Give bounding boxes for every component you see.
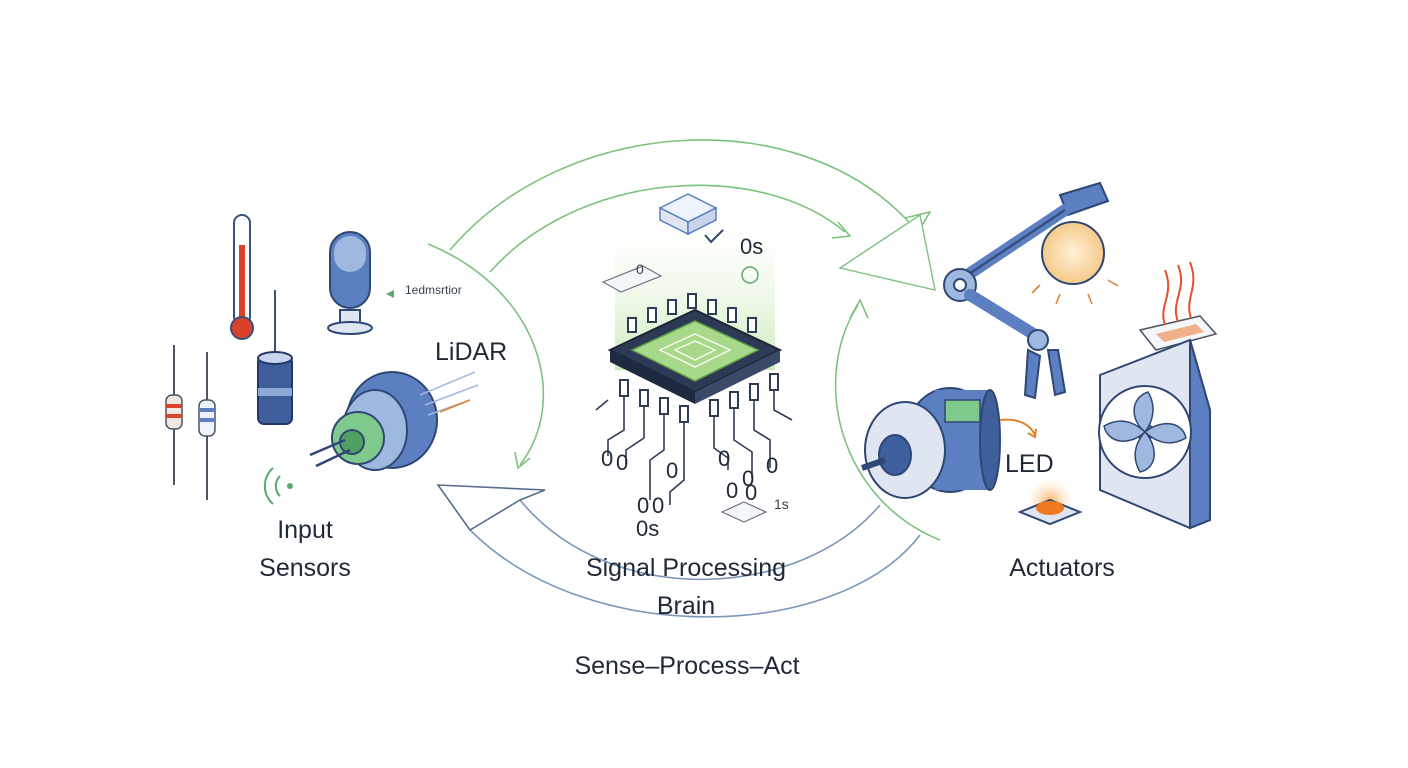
output-packet-icon: [720, 501, 768, 523]
binary-digit: 0: [652, 493, 665, 518]
microphone-icon: [327, 231, 394, 335]
robotic-arm-icon: [943, 181, 1110, 400]
lidar-sensor-icon: [309, 371, 479, 471]
bottom-outer-arrow: [469, 529, 921, 618]
top-inner-arrow: [489, 184, 846, 273]
signal-processing-label-line2: Brain: [656, 592, 716, 620]
binary-digit: 0s: [740, 234, 764, 259]
binary-digit: 0: [766, 453, 779, 478]
binary-digit: 1s: [774, 496, 789, 512]
data-packet-icon: [658, 193, 718, 236]
binary-digit: 0: [601, 446, 614, 471]
binary-digit: 0: [745, 480, 758, 505]
signal-processing-label-line1: Signal Processing: [585, 554, 787, 582]
lamp-icon: [1031, 221, 1119, 305]
binary-digit: 0: [636, 261, 644, 277]
capacitor-icon: [257, 290, 293, 425]
lidar-label: LiDAR: [435, 338, 508, 366]
resistor-icon: [165, 345, 216, 500]
loop-caption: Sense–Process–Act: [574, 652, 800, 680]
binary-digit: 0: [637, 493, 650, 518]
binary-digit: 0: [742, 466, 755, 491]
mic-caption: 1edmsrtior: [405, 283, 462, 297]
binary-digit: 0: [718, 446, 731, 471]
big-arrow-head: [436, 484, 546, 532]
processor-chip-icon: [595, 193, 793, 523]
binary-digit: 0: [666, 458, 679, 483]
binary-digit: 0s: [636, 516, 660, 541]
thermometer-icon: [230, 214, 254, 340]
heater-icon: [1138, 261, 1218, 351]
binary-digit: 0: [726, 478, 739, 503]
led-label: LED: [1005, 450, 1054, 478]
input-sensors-label-line1: Input: [277, 516, 333, 544]
right-green-arc: [834, 304, 941, 541]
led-icon: [1017, 470, 1083, 526]
top-outer-arrow: [449, 139, 906, 251]
left-green-arc: [427, 243, 545, 466]
wireless-signal-icon: [263, 467, 293, 505]
actuators-label: Actuators: [1009, 554, 1115, 582]
fan-icon: [1098, 338, 1211, 530]
binary-digit: 0: [616, 450, 629, 475]
bottom-inner-arrow: [519, 499, 881, 581]
motor-icon: [861, 387, 1037, 499]
loop-arrows: [427, 139, 941, 618]
input-sensors-label-line2: Sensors: [259, 554, 351, 582]
